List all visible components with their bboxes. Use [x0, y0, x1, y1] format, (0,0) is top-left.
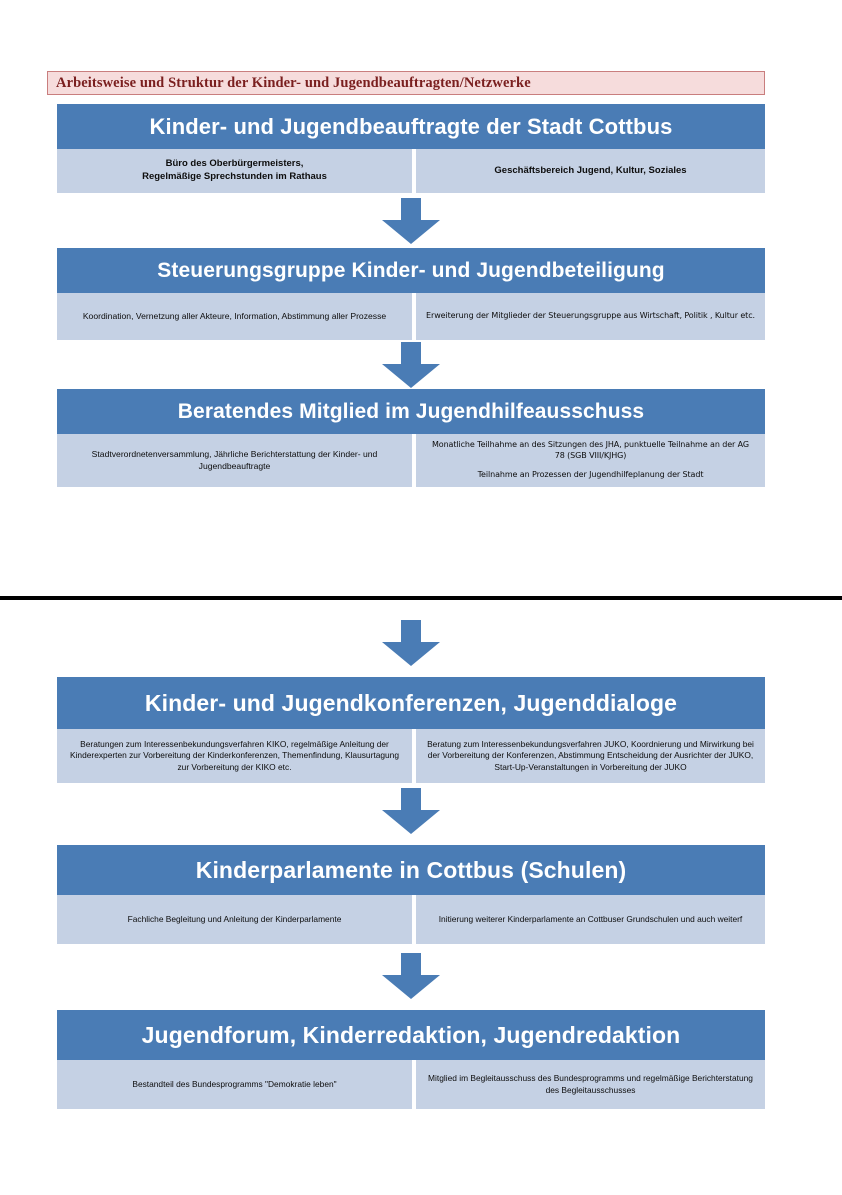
cell-left-kinder-und-jugendkonferenzen: Beratungen zum Interessenbekundungsverfa… — [57, 729, 412, 783]
block-body-steuerungsgruppe: Koordination, Vernetzung aller Akteure, … — [57, 293, 765, 340]
block-body-jugendforum: Bestandteil des Bundesprogramms "Demokra… — [57, 1060, 765, 1109]
block-header-jugendforum: Jugendforum, Kinderredaktion, Jugendreda… — [57, 1010, 765, 1060]
cell-left-kinderparlamente: Fachliche Begleitung und Anleitung der K… — [57, 895, 412, 944]
cell-text: Initierung weiterer Kinderparlamente an … — [438, 913, 743, 924]
cell-left-beratendes-mitglied: Stadtverordnetenversammlung, Jährliche B… — [57, 434, 412, 487]
cell-right-steuerungsgruppe: Erweiterung der Mitglieder der Steuerung… — [416, 293, 765, 340]
cell-text: Bestandteil des Bundesprogramms "Demokra… — [132, 1078, 337, 1089]
cell-right-kinderparlamente: Initierung weiterer Kinderparlamente an … — [416, 895, 765, 944]
cell-text: Beratung zum Interessenbekundungsverfahr… — [427, 738, 754, 772]
cell-left-jugendforum: Bestandteil des Bundesprogramms "Demokra… — [57, 1060, 412, 1109]
cell-text: Koordination, Vernetzung aller Akteure, … — [82, 310, 387, 321]
block-header-beratendes-mitglied: Beratendes Mitglied im Jugendhilfeaussch… — [57, 389, 765, 434]
block-header-kinder-und-jugendbeauftragte: Kinder- und Jugendbeauftragte der Stadt … — [57, 104, 765, 149]
block-steuerungsgruppe: Steuerungsgruppe Kinder- und Jugendbetei… — [57, 248, 765, 340]
block-beratendes-mitglied: Beratendes Mitglied im Jugendhilfeaussch… — [57, 389, 765, 487]
cell-right-jugendforum: Mitglied im Begleitausschuss des Bundesp… — [416, 1060, 765, 1109]
document-title-text: Arbeitsweise und Struktur der Kinder- un… — [56, 74, 531, 91]
cell-left-steuerungsgruppe: Koordination, Vernetzung aller Akteure, … — [57, 293, 412, 340]
block-header-steuerungsgruppe: Steuerungsgruppe Kinder- und Jugendbetei… — [57, 248, 765, 293]
cell-text: Erweiterung der Mitglieder der Steuerung… — [426, 311, 755, 321]
cell-text: Beratungen zum Interessenbekundungsverfa… — [69, 738, 399, 772]
cell-right-beratendes-mitglied: Monatliche Teilhahme an des Sitzungen de… — [416, 434, 765, 487]
block-body-kinderparlamente: Fachliche Begleitung und Anleitung der K… — [57, 895, 765, 944]
cell-right-kinder-und-jugendkonferenzen: Beratung zum Interessenbekundungsverfahr… — [416, 729, 765, 783]
arrow-2-to-3-icon — [382, 342, 440, 388]
cell-text: Büro des Oberbürgermeisters, — [165, 158, 304, 170]
arrow-5-to-6-icon — [382, 953, 440, 999]
block-header-kinder-und-jugendkonferenzen: Kinder- und Jugendkonferenzen, Jugenddia… — [57, 677, 765, 729]
block-header-kinderparlamente: Kinderparlamente in Cottbus (Schulen) — [57, 845, 765, 895]
cell-text: Regelmäßige Sprechstunden im Rathaus — [142, 171, 327, 182]
document-title-banner: Arbeitsweise und Struktur der Kinder- un… — [47, 71, 765, 95]
block-body-kinder-und-jugendkonferenzen: Beratungen zum Interessenbekundungsverfa… — [57, 729, 765, 783]
arrow-4-to-5-icon — [382, 788, 440, 834]
cell-text: Mitglied im Begleitausschuss des Bundesp… — [428, 1073, 753, 1095]
block-jugendforum: Jugendforum, Kinderredaktion, Jugendreda… — [57, 1010, 765, 1109]
cell-text: Geschäftsbereich Jugend, Kultur, Soziale… — [494, 164, 687, 176]
block-kinder-und-jugendkonferenzen: Kinder- und Jugendkonferenzen, Jugenddia… — [57, 677, 765, 783]
cell-text: Monatliche Teilhahme an des Sitzungen de… — [431, 439, 749, 460]
cell-text: Teilnahme an Prozessen der Jugendhilfepl… — [477, 470, 704, 480]
block-kinder-und-jugendbeauftragte: Kinder- und Jugendbeauftragte der Stadt … — [57, 104, 765, 193]
cell-right-kinder-und-jugendbeauftragte: Geschäftsbereich Jugend, Kultur, Soziale… — [416, 149, 765, 193]
cell-left-kinder-und-jugendbeauftragte: Büro des Oberbürgermeisters, Regelmäßige… — [57, 149, 412, 193]
arrow-page-break-icon — [382, 620, 440, 666]
block-kinderparlamente: Kinderparlamente in Cottbus (Schulen) Fa… — [57, 845, 765, 944]
page-break-divider — [0, 596, 842, 600]
block-body-kinder-und-jugendbeauftragte: Büro des Oberbürgermeisters, Regelmäßige… — [57, 149, 765, 193]
arrow-1-to-2-icon — [382, 198, 440, 244]
cell-text: Stadtverordnetenversammlung, Jährliche B… — [91, 448, 378, 471]
cell-text: Fachliche Begleitung und Anleitung der K… — [127, 913, 342, 924]
block-body-beratendes-mitglied: Stadtverordnetenversammlung, Jährliche B… — [57, 434, 765, 487]
